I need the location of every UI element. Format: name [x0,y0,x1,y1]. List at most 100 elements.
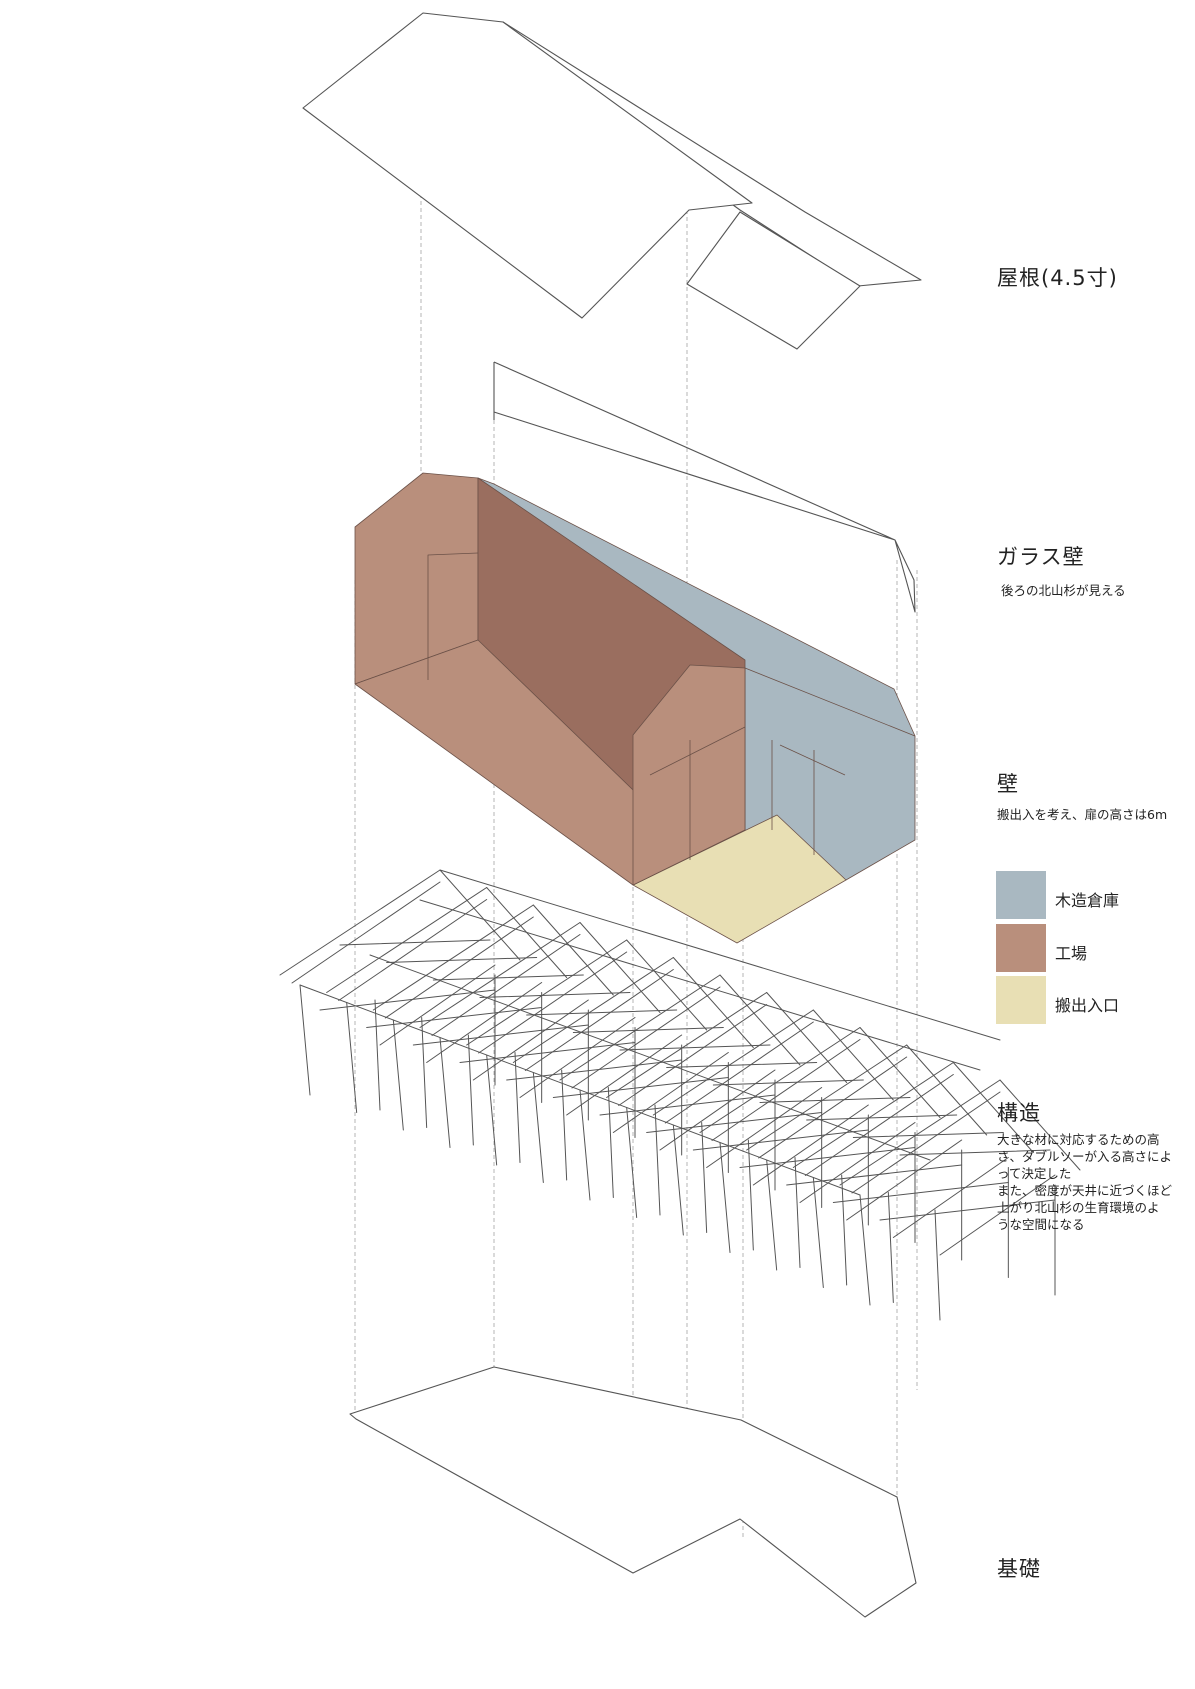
timber-member [934,1209,941,1321]
timber-member [338,899,488,1001]
timber-member [612,1052,729,1133]
timber-member [939,1174,1056,1256]
timber-member [892,1157,1009,1238]
timber-member [646,1112,823,1133]
timber-member [804,1074,954,1176]
timber-member [366,1007,543,1028]
timber-member [519,1017,636,1098]
timber-member [299,984,311,1096]
timber-member [607,1087,614,1198]
timber-member [746,1044,908,1151]
timber-member [512,957,674,1063]
timber-member [664,1021,814,1124]
legend-label-factory: 工場 [1055,944,1088,963]
timber-member [786,1164,963,1186]
timber-member [561,1069,568,1181]
timber-member [291,881,441,984]
timber-member [571,986,721,1089]
timber-member [372,904,534,1011]
timber-member [299,984,861,1196]
timber-member [879,1199,1056,1221]
structure-note-line: また、密度が天井に近づくほど [997,1183,1173,1198]
timber-member [339,939,491,946]
structure-layer [279,869,1081,1321]
timber-member [426,982,543,1063]
timber-member [572,1027,724,1033]
glass-wall-title: ガラス壁 [997,545,1085,569]
timber-member [752,1104,869,1186]
roof-layer [302,12,922,350]
timber-member [479,992,631,998]
structure-title: 構造 [997,1101,1041,1125]
timber-member [379,964,496,1046]
timber-member [419,899,981,1071]
foundation-slab [349,1366,917,1618]
timber-member [412,1024,589,1046]
timber-member [439,869,521,961]
wall-layer [354,472,916,944]
timber-member [799,1122,916,1203]
timber-member [711,1039,861,1141]
timber-member [532,904,614,996]
timber-member [766,1159,778,1271]
timber-member [719,974,801,1066]
structure-note-line: 大きな材に対応するための高 [997,1132,1160,1147]
timber-member [579,922,661,1013]
timber-member [459,1042,636,1063]
timber-member [559,974,721,1081]
timber-member [386,957,538,963]
factory-gable [632,664,746,886]
structure-note-line: うな空間になる [997,1217,1085,1232]
timber-member [279,869,441,976]
timber-member [701,1122,708,1233]
timber-member [766,992,848,1083]
timber-member [626,1107,638,1218]
legend-label-entrance: 搬出入口 [1055,996,1120,1015]
timber-member [431,934,581,1036]
timber-member [526,1009,678,1016]
timber-member [599,1094,776,1116]
timber-member [466,939,628,1046]
door-outline [427,552,479,680]
timber-member [832,1182,1009,1203]
foundation-title: 基礎 [997,1557,1041,1581]
timber-member [346,1002,358,1113]
timber-member [812,1009,894,1101]
timber-member [652,1009,814,1116]
legend-swatch-factory [996,924,1046,972]
timber-member [719,1142,731,1253]
legend-label-warehouse: 木造倉庫 [1055,891,1120,910]
roof-plane-left [302,12,753,319]
timber-member [759,1097,911,1103]
timber-member [626,939,708,1031]
timber-member [699,1027,861,1133]
timber-member [566,1034,683,1116]
structure-note-line: さ、ダブルソーが入る高さによ [997,1149,1173,1164]
timber-member [792,1062,954,1168]
timber-member [486,1054,498,1166]
wall-note: 搬出入を考え、扉の高さは6m [997,807,1168,822]
timber-member [666,1062,818,1068]
timber-member [369,954,931,1161]
timber-member [859,1027,941,1118]
timber-member [812,1177,824,1288]
timber-member [439,869,1001,1041]
timber-member [326,887,488,993]
timber-member [758,1056,908,1159]
timber-member [432,974,584,981]
entrance-floor [632,814,847,944]
timber-member [514,1052,521,1163]
foundation-layer [349,1366,917,1618]
timber-member [524,969,674,1071]
timber-member [392,1019,404,1131]
glass-wall-note: 後ろの北山杉が見える [1001,583,1126,598]
timber-member [421,1017,428,1128]
timber-member [654,1104,661,1216]
timber-member [618,1004,768,1106]
timber-member [846,1139,963,1221]
timber-member [579,1089,591,1201]
roof-title: 屋根(4.5寸) [997,266,1118,290]
timber-member [794,1157,801,1268]
timber-member [859,1194,871,1306]
